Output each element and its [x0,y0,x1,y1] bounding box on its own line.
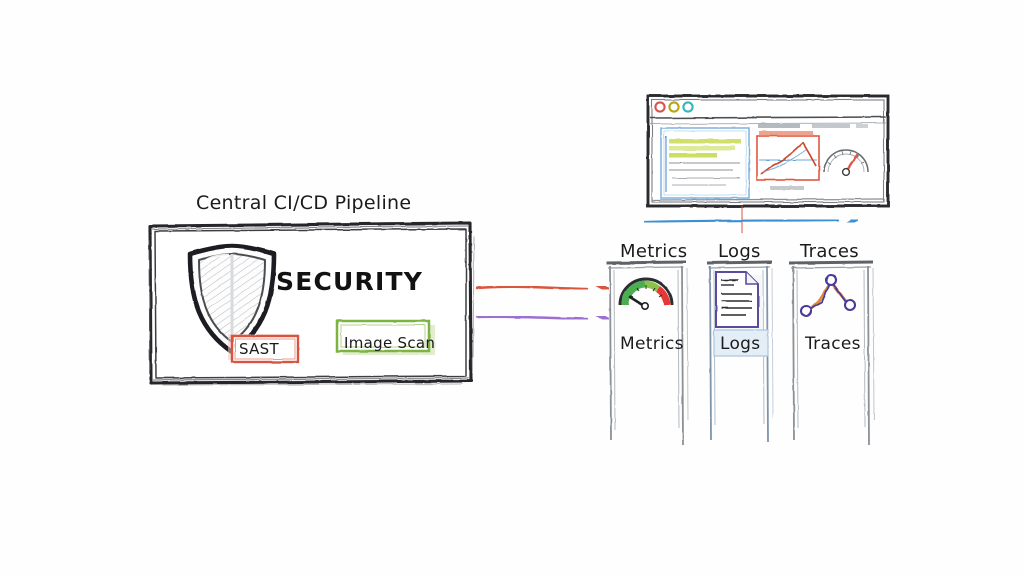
pillar-metrics-heading: Metrics [620,241,688,262]
observability-dashboard-window[interactable] [646,94,890,208]
pillar-metrics-frame [605,260,689,446]
sast-badge[interactable] [228,334,300,364]
pillar-traces-heading: Traces [800,241,859,262]
image-scan-badge[interactable] [335,319,435,355]
arrow-red [475,287,587,289]
pillar-logs-inner-label: Logs [720,334,761,354]
pillar-metrics-inner-label: Metrics [620,334,684,354]
window-close-dot[interactable] [654,101,666,113]
page-title: Central CI/CD Pipeline [196,192,412,214]
sast-badge-label[interactable]: SAST [239,340,279,358]
log-list-panel[interactable] [660,127,750,199]
arrow-red-down [742,205,743,232]
trace-graph-icon [799,273,857,318]
pillar-logs-heading: Logs [718,241,761,262]
chart-panel[interactable] [756,131,820,190]
gauge-panel[interactable] [823,149,869,177]
window-minimize-dot[interactable] [668,101,680,113]
security-label: SECURITY [276,267,424,296]
logs-inner-highlight [713,329,769,357]
pillar-traces-inner-label: Traces [805,334,861,354]
pillar-traces-frame [788,260,875,446]
arrow-purple [475,317,587,319]
document-icon [715,271,762,331]
gauge-icon [618,277,674,310]
arrow-blue-right [643,220,838,222]
shield-icon [187,243,277,355]
window-maximize-dot[interactable] [682,101,694,113]
image-scan-badge-label[interactable]: Image Scan [344,334,436,352]
